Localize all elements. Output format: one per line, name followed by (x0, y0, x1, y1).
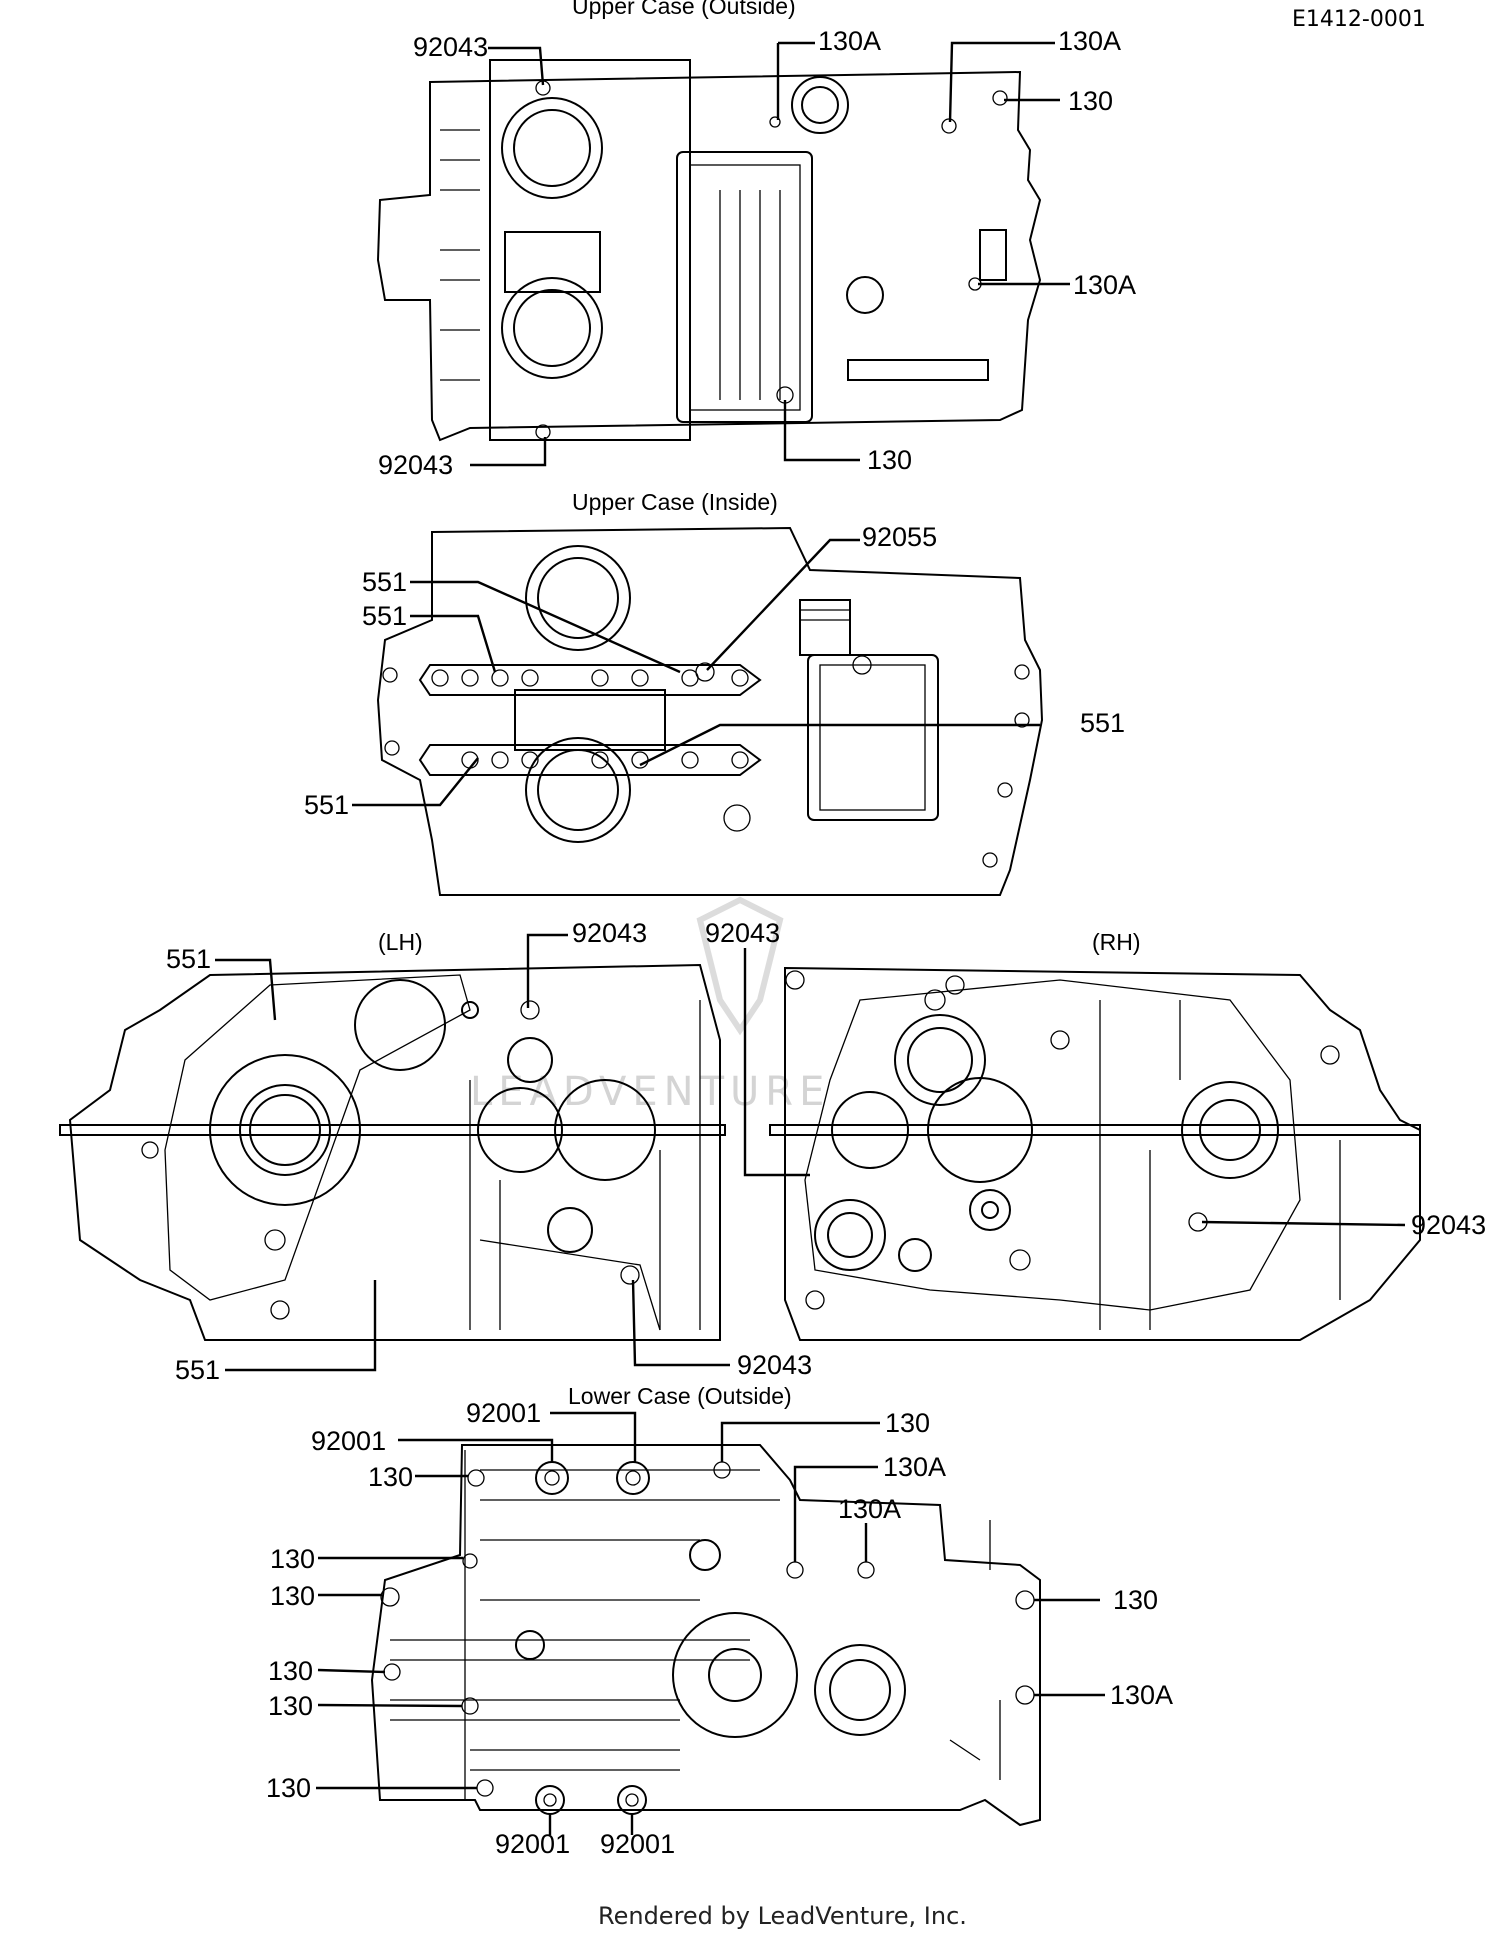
callout-92043: 92043 (378, 450, 453, 480)
callout-130A: 130A (1058, 26, 1121, 56)
section-title-lh: (LH) (378, 929, 423, 955)
callout-130A: 130A (818, 26, 881, 56)
callout-130: 130 (885, 1408, 930, 1438)
callout-130: 130 (270, 1544, 315, 1574)
callout-551: 551 (304, 790, 349, 820)
callout-130: 130 (270, 1581, 315, 1611)
callouts-upper-inside: 551 551 92055 551 551 (304, 522, 1125, 820)
callout-130A: 130A (1110, 1680, 1173, 1710)
lower-case-outside-drawing (370, 1444, 1041, 1827)
footer-credit: Rendered by LeadVenture, Inc. (598, 1902, 967, 1930)
callout-130: 130 (867, 445, 912, 475)
callout-92055: 92055 (862, 522, 937, 552)
callout-130: 130 (268, 1691, 313, 1721)
section-title-upper-inside: Upper Case (Inside) (572, 489, 778, 515)
callout-92001: 92001 (495, 1829, 570, 1859)
upper-case-inside-drawing (376, 526, 1044, 896)
callouts-lh-rh: 551 551 92043 92043 92043 92043 (166, 918, 1486, 1385)
rh-crankcase-drawing (769, 966, 1421, 1341)
callout-130A: 130A (838, 1494, 901, 1524)
callout-551: 551 (175, 1355, 220, 1385)
watermark-text: LEADVENTURE (470, 1069, 830, 1115)
callout-551: 551 (362, 601, 407, 631)
callouts-lower-outside: 92001 92001 130 130 130A 130A 130 130 13… (266, 1398, 1173, 1859)
reference-code: E1412-0001 (1292, 7, 1426, 32)
callout-92043-lh-bottom: 92043 (737, 1350, 812, 1380)
callout-130A: 130A (883, 1452, 946, 1482)
section-title-rh: (RH) (1092, 929, 1141, 955)
callout-92043-lh-top: 92043 (572, 918, 647, 948)
callout-92043-rh-right: 92043 (1411, 1210, 1486, 1240)
upper-case-outside-drawing (376, 59, 1042, 442)
callout-92043-rh-left: 92043 (705, 918, 780, 948)
callouts-upper-outside: 92043 130A 130A 130 130A 92043 130 (378, 26, 1136, 480)
callout-551: 551 (362, 567, 407, 597)
callout-92001: 92001 (600, 1829, 675, 1859)
callout-92001: 92001 (466, 1398, 541, 1428)
lh-crankcase-drawing (59, 963, 726, 1341)
callout-551: 551 (166, 944, 211, 974)
callout-551: 551 (1080, 708, 1125, 738)
callout-130: 130 (368, 1462, 413, 1492)
section-title-lower-outside: Lower Case (Outside) (568, 1383, 792, 1409)
callout-92001: 92001 (311, 1426, 386, 1456)
callout-130: 130 (266, 1773, 311, 1803)
callout-130A: 130A (1073, 270, 1136, 300)
watermark: LEADVENTURE (470, 896, 830, 1115)
callout-130: 130 (1068, 86, 1113, 116)
section-title-upper-outside: Upper Case (Outside) (572, 0, 796, 19)
callout-130: 130 (1113, 1585, 1158, 1615)
callout-92043: 92043 (413, 32, 488, 62)
callout-130: 130 (268, 1656, 313, 1686)
